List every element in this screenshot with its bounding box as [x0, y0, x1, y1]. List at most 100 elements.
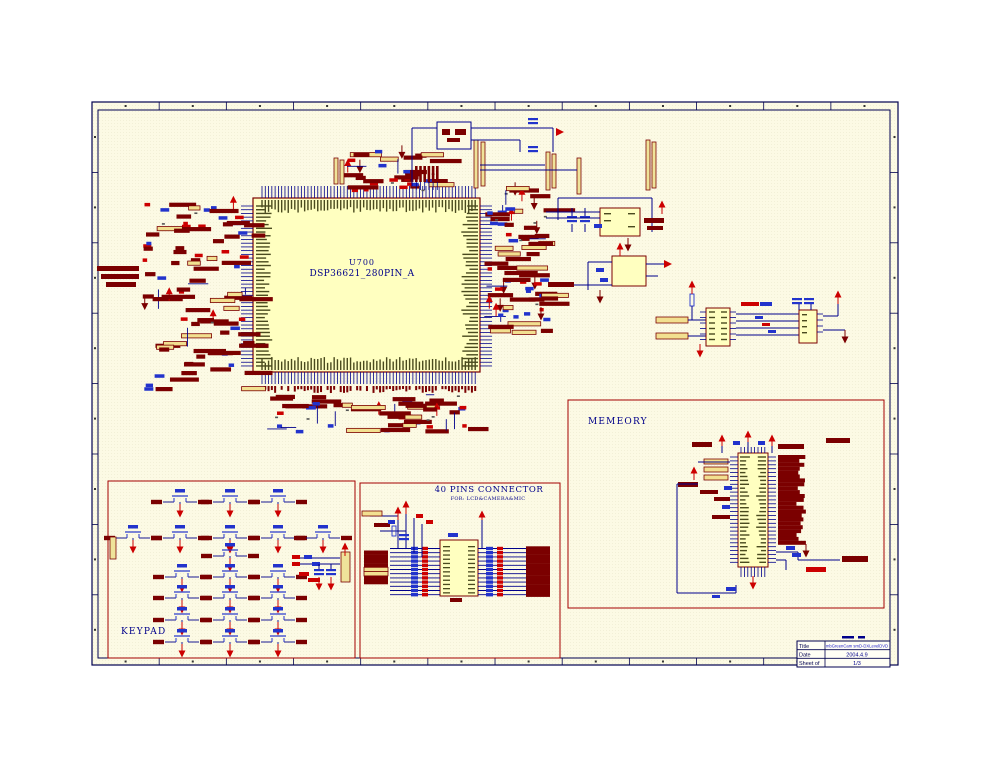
- pin-name-mark: [462, 313, 478, 315]
- net-label: [733, 441, 740, 445]
- power-arrow-icon: [344, 159, 352, 167]
- grid-ref-mark: [94, 628, 96, 631]
- capacitor-mark: [314, 573, 324, 576]
- capacitor-mark: [314, 569, 324, 572]
- pin-name-mark: [379, 200, 381, 212]
- net-label: [294, 535, 305, 541]
- pin-name-mark: [356, 361, 358, 370]
- net-label: [249, 617, 260, 623]
- net-label: [405, 172, 422, 177]
- pin-name-mark: [297, 357, 299, 370]
- pin-number-mark: [461, 386, 464, 390]
- key-designator-mark: [128, 525, 138, 529]
- net-label: [526, 563, 550, 568]
- net-label: [223, 305, 240, 311]
- pin-name-mark: [740, 507, 749, 509]
- ground-arrow-icon: [749, 582, 757, 590]
- keypad-connector-body: [340, 551, 351, 583]
- net-label: [210, 367, 232, 372]
- net-label: [403, 155, 423, 160]
- ground-arrow-icon: [226, 650, 234, 658]
- net-label: [364, 554, 388, 560]
- pin-name-mark: [740, 514, 749, 517]
- pin-name-mark: [256, 294, 269, 296]
- pin-name-mark: [402, 360, 404, 370]
- pin-name-mark: [458, 359, 460, 370]
- pin-name-mark: [307, 200, 309, 211]
- pin-name-mark: [469, 320, 478, 323]
- pin-name-mark: [740, 487, 746, 489]
- pin-name-mark: [330, 362, 332, 370]
- resistor-pack: [645, 139, 651, 191]
- capacitor-mark: [399, 534, 409, 537]
- pin-name-mark: [802, 332, 807, 334]
- net-label: [161, 294, 196, 299]
- pin-name-mark: [721, 311, 727, 313]
- pin-name-mark: [464, 200, 467, 213]
- pin-name-mark: [256, 316, 265, 319]
- titleblock-sheet-value: 1/3: [853, 661, 861, 667]
- grid-ref-mark: [94, 488, 96, 490]
- ground-arrow-icon: [315, 583, 323, 591]
- pin-name-mark: [256, 287, 265, 289]
- pin-name-mark: [468, 558, 475, 560]
- net-label: [206, 255, 218, 261]
- net-label: [778, 529, 802, 534]
- net-label: [778, 490, 800, 495]
- pin-name-mark: [467, 205, 478, 207]
- pin-name-mark: [346, 200, 348, 210]
- pin-name-mark: [721, 327, 727, 330]
- pin-name-mark: [462, 357, 478, 360]
- value-mark: [221, 250, 230, 254]
- pin-name-mark: [256, 231, 266, 233]
- schematic-drawing: [91, 101, 899, 668]
- net-label: [778, 455, 806, 459]
- pin-name-mark: [310, 357, 312, 370]
- net-label: [341, 402, 353, 408]
- tiny-text-mark: [306, 418, 310, 420]
- net-label: [296, 499, 307, 505]
- net-label: [422, 588, 428, 593]
- net-label: [296, 595, 307, 601]
- net-label: [497, 555, 503, 559]
- pin-number-mark: [388, 386, 391, 390]
- pin-name-mark: [256, 279, 265, 282]
- net-label: [523, 225, 537, 230]
- pin-number-mark: [300, 386, 303, 390]
- pin-number-mark: [382, 386, 385, 393]
- net-label: [308, 578, 320, 582]
- net-label: [379, 411, 411, 416]
- pin-name-mark: [760, 538, 766, 540]
- pin-name-mark: [340, 360, 342, 370]
- net-label: [425, 401, 457, 406]
- net-label: [224, 295, 253, 300]
- designator-mark: [540, 278, 549, 282]
- pin-name-mark: [277, 200, 280, 213]
- net-label: [388, 423, 403, 428]
- net-label: [514, 208, 524, 214]
- net-label: [526, 592, 550, 597]
- pin-name-mark: [256, 290, 270, 293]
- pin-name-mark: [256, 283, 270, 285]
- value-mark: [238, 317, 246, 322]
- designator-mark: [525, 286, 534, 291]
- pin-number-mark: [467, 386, 470, 391]
- resistor-pack: [651, 141, 657, 189]
- pin-name-mark: [756, 526, 766, 528]
- pin-name-mark: [740, 464, 746, 466]
- net-label: [600, 278, 608, 282]
- net-label: [350, 405, 386, 411]
- pin-name-mark: [428, 200, 430, 211]
- net-label: [778, 494, 805, 498]
- net-label: [364, 579, 388, 585]
- net-label: [726, 587, 736, 591]
- net-label: [778, 486, 798, 491]
- designator-mark: [513, 315, 519, 319]
- pin-name-mark: [313, 200, 316, 209]
- grid-ref-mark: [191, 660, 194, 663]
- net-label: [145, 232, 160, 237]
- net-label: [208, 351, 233, 356]
- pin-number-mark: [329, 386, 332, 393]
- pin-name-mark: [256, 216, 271, 218]
- net-label: [196, 354, 206, 359]
